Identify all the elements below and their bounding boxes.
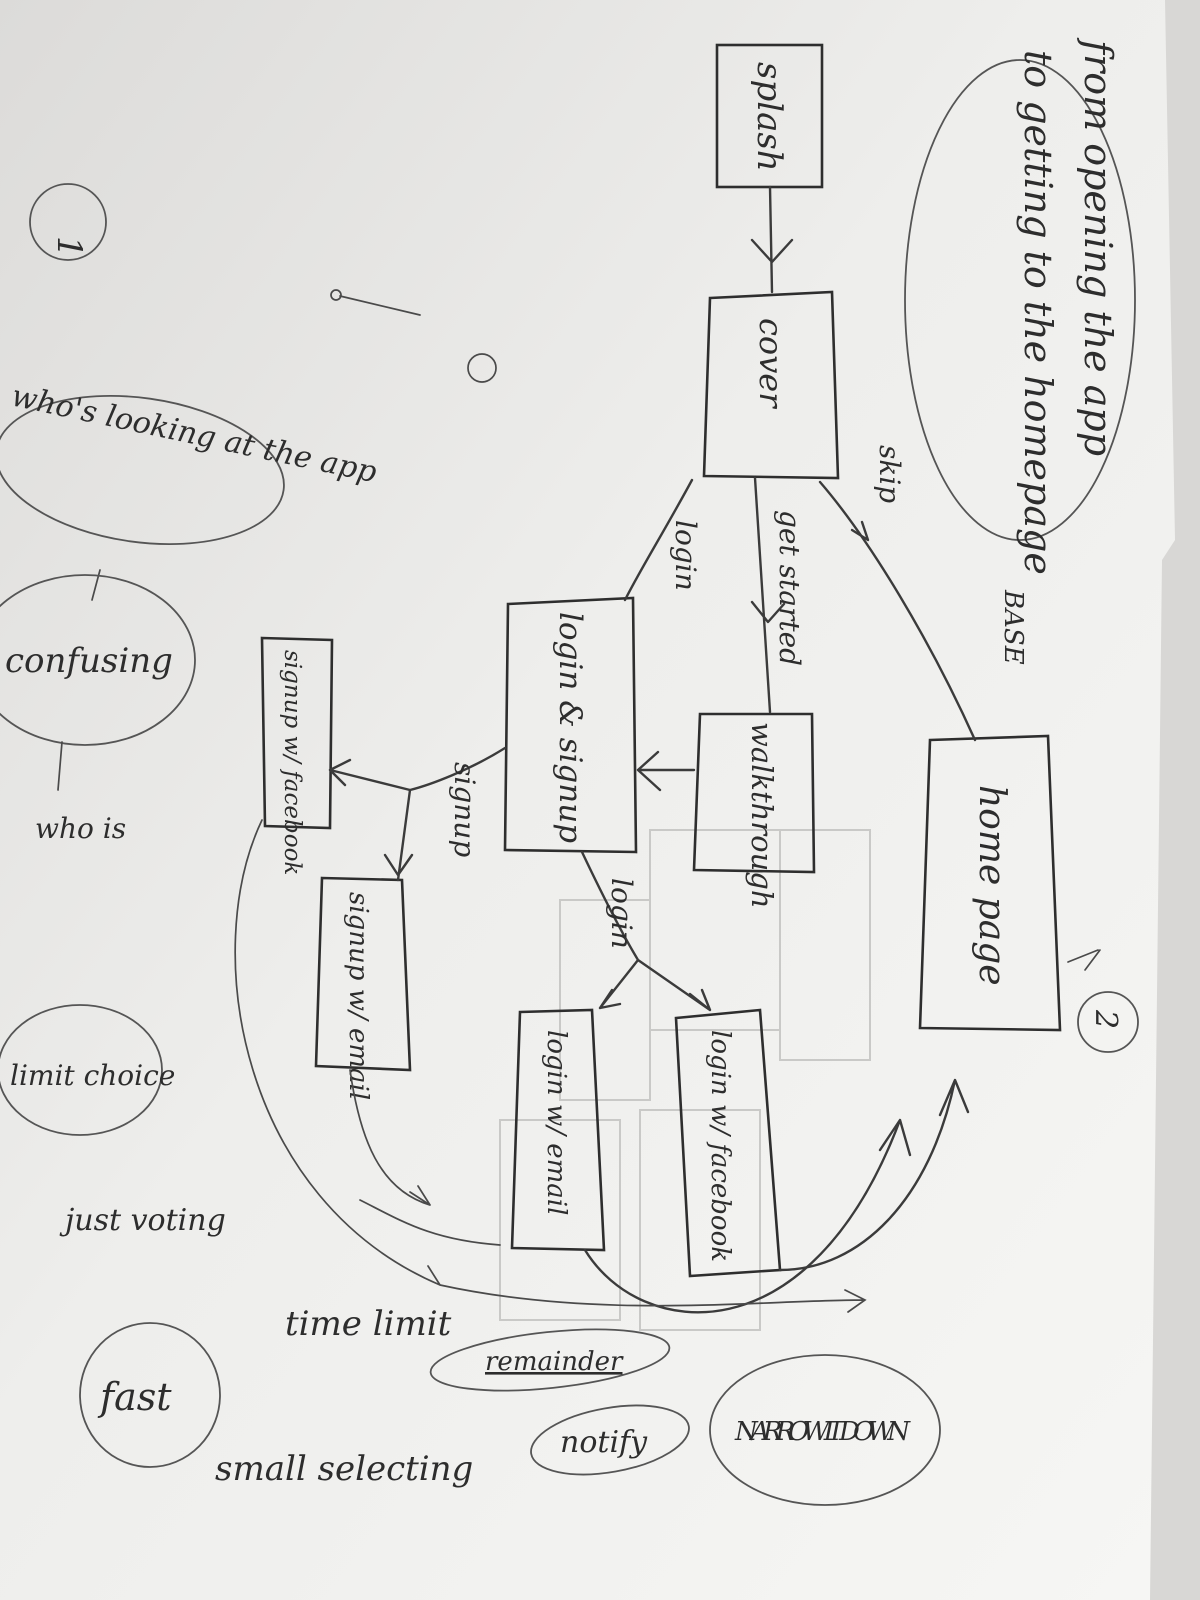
edge-walkthrough-loginsignup xyxy=(636,750,696,792)
label-signup-email: signup w/ email xyxy=(343,892,373,1100)
edge-skip-arrowhead xyxy=(850,520,870,542)
label-login-lower: login xyxy=(605,878,638,949)
label-skip: skip xyxy=(873,445,906,503)
note-oval-remainder xyxy=(429,1328,671,1392)
note-oval-limit-choice xyxy=(0,1004,163,1136)
label-walkthrough: walkthrough xyxy=(745,722,779,909)
page-number-2-circle xyxy=(1077,991,1139,1053)
note-time-limit: time limit xyxy=(285,1304,452,1344)
note-confusing: confusing xyxy=(5,641,173,681)
note-small-selecting: small selecting xyxy=(215,1449,473,1489)
title-oval xyxy=(904,59,1136,541)
box-walkthrough xyxy=(692,712,816,874)
label-login-facebook: login w/ facebook xyxy=(705,1030,735,1262)
edge-splash-cover xyxy=(750,185,794,294)
stray-mark-3 xyxy=(467,353,497,383)
note-oval-notify xyxy=(530,1404,690,1476)
note-who-is: who is xyxy=(35,812,126,845)
label-login-top: login xyxy=(669,520,702,591)
note-remainder: remainder xyxy=(485,1347,624,1377)
note-oval-fast xyxy=(79,1322,221,1468)
paper-sheet xyxy=(0,0,1175,1600)
edge-loop-login-email xyxy=(359,1199,501,1246)
edge-cover-loginsignup xyxy=(623,478,694,602)
page-number-1: 1 xyxy=(49,236,89,258)
note-fast: fast xyxy=(97,1375,172,1419)
note-just-voting: just voting xyxy=(59,1203,226,1238)
box-cover xyxy=(702,290,840,480)
label-login-email: login w/ email xyxy=(541,1030,571,1215)
edge-loop-signup-facebook xyxy=(234,819,867,1313)
title-line-1: from opening the app xyxy=(1076,37,1120,456)
stray-mark-2 xyxy=(330,289,342,301)
note-notify: notify xyxy=(560,1425,648,1460)
edge-loop-signup-email xyxy=(349,1069,431,1206)
note-connector-2 xyxy=(57,741,63,791)
label-login-signup: login & signup xyxy=(552,612,588,843)
label-signup-facebook: signup w/ facebook xyxy=(279,650,305,875)
label-home-page: home page xyxy=(971,785,1012,986)
label-cover: cover xyxy=(752,318,790,409)
box-signup-facebook xyxy=(260,636,334,830)
box-home-page xyxy=(918,734,1062,1032)
title-line-2: to getting to the homepage xyxy=(1016,50,1060,575)
note-oval-confusing xyxy=(0,574,196,746)
note-limit-choice: limit choice xyxy=(10,1059,175,1092)
stray-mark-1 xyxy=(339,295,421,316)
page-number-2-tick xyxy=(1067,949,1101,971)
page-number-2: 2 xyxy=(1088,1009,1123,1029)
note-oval-whos-looking xyxy=(0,394,285,546)
page-number-1-circle xyxy=(29,183,107,261)
ghost-marks xyxy=(499,829,871,1331)
note-narrow-it-down: NARROW IT DOWN xyxy=(734,1417,911,1447)
edge-cover-walkthrough xyxy=(750,476,786,714)
label-get-started: get started xyxy=(773,510,806,666)
label-splash: splash xyxy=(749,62,789,172)
box-signup-email xyxy=(314,876,412,1072)
box-login-signup xyxy=(503,596,638,854)
edge-loop-email-home xyxy=(583,1118,912,1314)
base-mark: BASE xyxy=(998,589,1028,665)
edge-loginsignup-signup xyxy=(328,746,507,882)
edge-loginsignup-login xyxy=(580,850,712,1012)
edge-cover-home-skip xyxy=(818,480,977,742)
edge-loop-facebook-home xyxy=(778,1078,970,1272)
note-oval-narrow xyxy=(709,1354,941,1506)
box-login-email xyxy=(510,1008,606,1252)
label-signup: signup xyxy=(448,762,481,857)
